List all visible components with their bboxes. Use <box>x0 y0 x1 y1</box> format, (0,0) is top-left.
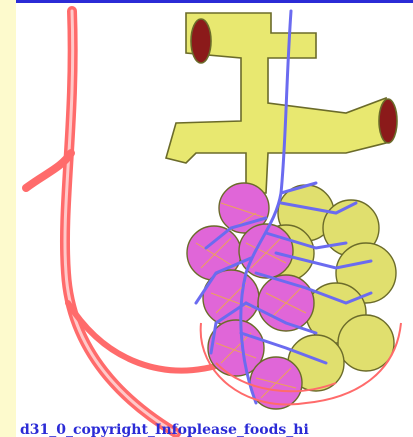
pulmonary-artery <box>26 11 226 433</box>
bronchus-opening-right <box>379 99 397 143</box>
illustration-frame: d31_0_copyright_Infoplease_foods_hi <box>16 0 413 437</box>
alveoli-diagram <box>16 3 413 437</box>
caption: d31_0_copyright_Infoplease_foods_hi <box>20 420 412 437</box>
bronchiole-tree <box>166 13 397 193</box>
alveolus-sac <box>338 315 394 371</box>
bronchus-opening-left <box>191 19 211 63</box>
